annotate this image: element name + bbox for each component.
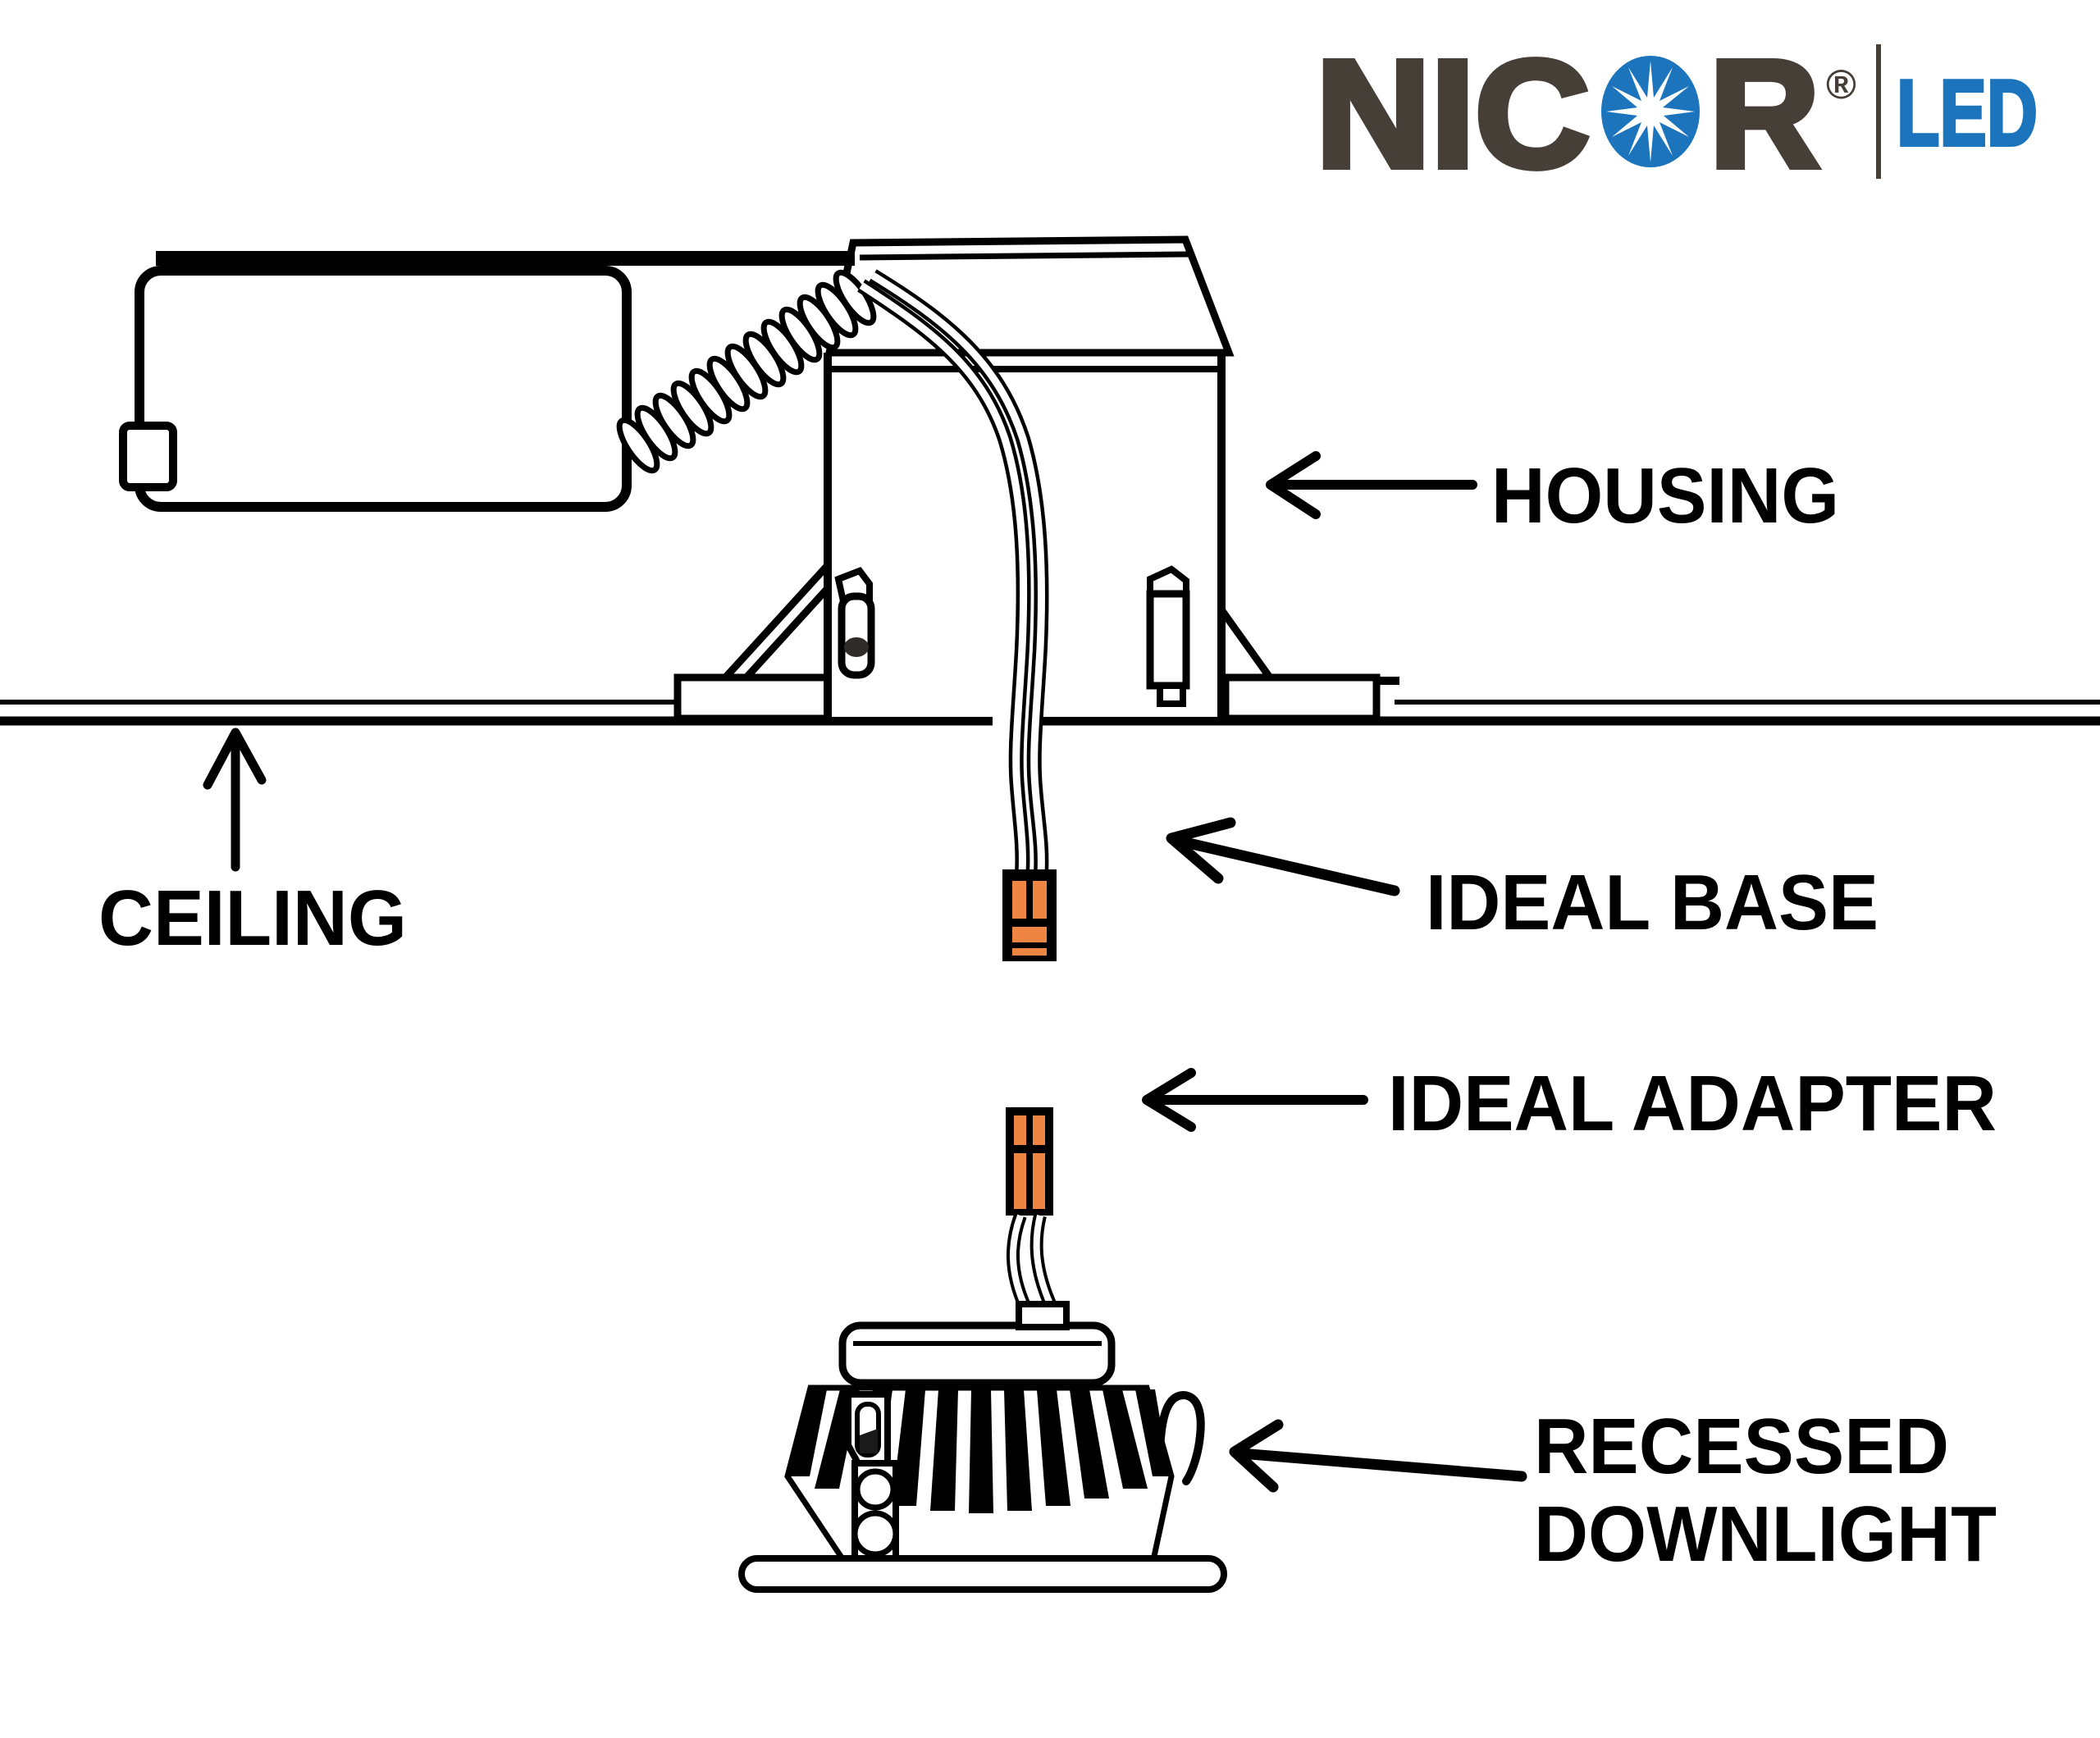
ideal-adapter-connector xyxy=(1006,1107,1053,1216)
connector-shell xyxy=(1002,869,1057,961)
adapter-wires xyxy=(1006,1213,1058,1311)
recessed-downlight-arrow xyxy=(1229,1419,1527,1493)
connector-port xyxy=(1012,881,1026,919)
callout-labels: HOUSING CEILING IDEAL BASE IDEAL ADAPTER… xyxy=(98,452,1997,1578)
junction-box xyxy=(119,251,855,512)
starburst-icon xyxy=(1606,61,1695,162)
connector-port xyxy=(1033,1115,1045,1145)
ideal-base-arrow xyxy=(1166,817,1400,896)
driver-puck xyxy=(838,1321,1116,1387)
hanger-bar-right xyxy=(1221,673,1381,723)
housing-label: HOUSING xyxy=(1491,452,1839,540)
bracket-slot-shadow xyxy=(860,1429,878,1453)
housing-slide-bracket-left xyxy=(834,567,875,679)
bracket-plate xyxy=(1146,590,1190,690)
junction-box-top-bar xyxy=(156,251,855,266)
bracket-slot xyxy=(838,592,875,679)
ideal-base-connector xyxy=(1002,869,1057,961)
housing-slide-bracket-right xyxy=(1146,565,1190,707)
connector-strip xyxy=(1012,948,1047,956)
logo-text-nic: NIC xyxy=(1316,30,1590,199)
recessed-downlight-label-line2: DOWNLIGHT xyxy=(1534,1490,1997,1578)
bracket-hole xyxy=(851,1510,899,1558)
ceiling-arrow xyxy=(203,728,267,872)
logo-text-r: R xyxy=(1710,30,1819,199)
connector-port xyxy=(1033,881,1047,919)
spring-clip xyxy=(1156,1390,1205,1485)
connector-bar xyxy=(1012,927,1047,942)
ideal-adapter-arrow xyxy=(1142,1068,1368,1132)
housing-arrow xyxy=(1266,451,1477,519)
hanger-bar-left xyxy=(673,673,834,723)
recessed-downlight xyxy=(738,1301,1227,1593)
flex-conduit xyxy=(616,269,877,474)
connector-port xyxy=(1014,1115,1026,1145)
housing-wires xyxy=(857,269,1049,874)
strut-right xyxy=(1217,606,1273,680)
junction-box-body xyxy=(135,266,632,512)
wire-entry-stub xyxy=(1016,1301,1070,1330)
connector-shell xyxy=(1006,1107,1053,1216)
housing-top-inner-line xyxy=(859,251,1189,261)
bracket-hole xyxy=(854,1468,897,1511)
callout-arrows xyxy=(203,451,1527,1493)
ideal-base-label: IDEAL BASE xyxy=(1426,859,1879,947)
bracket-screw xyxy=(844,637,869,657)
logo-text-led: LED xyxy=(1897,62,2038,166)
connector-port xyxy=(1014,1153,1026,1209)
junction-box-knockout xyxy=(119,422,177,491)
bracket-notch xyxy=(1157,682,1186,707)
logo-registered-mark: ® xyxy=(1826,62,1856,107)
trim-flange xyxy=(738,1555,1227,1593)
downlight-bracket xyxy=(845,1391,899,1563)
nicor-led-logo: NIC R ® LED xyxy=(1312,26,2039,203)
connector-port xyxy=(1033,1153,1045,1209)
ideal-adapter-label: IDEAL ADAPTER xyxy=(1388,1060,1997,1147)
recessed-downlight-label-line1: RECESSED xyxy=(1534,1403,1949,1490)
ceiling-label: CEILING xyxy=(98,874,407,962)
